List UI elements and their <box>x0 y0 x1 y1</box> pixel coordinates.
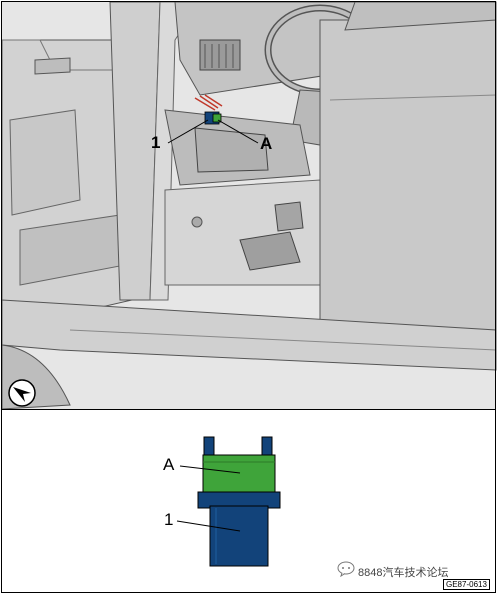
callout-a-top: A <box>260 134 273 153</box>
callout-a-bottom: A <box>163 455 175 474</box>
panel-divider <box>1 409 496 410</box>
callout-1-bottom: 1 <box>164 510 174 529</box>
view-direction-arrow-icon <box>8 379 36 407</box>
watermark-text: 8848汽车技术论坛 <box>358 567 449 579</box>
chat-bubble-icon <box>337 561 355 577</box>
callout-1-top: 1 <box>151 133 161 152</box>
vehicle-interior-drawing <box>1 1 497 410</box>
figure-code: GE87-0613 <box>443 579 490 590</box>
connector-detail-drawing <box>176 436 281 567</box>
